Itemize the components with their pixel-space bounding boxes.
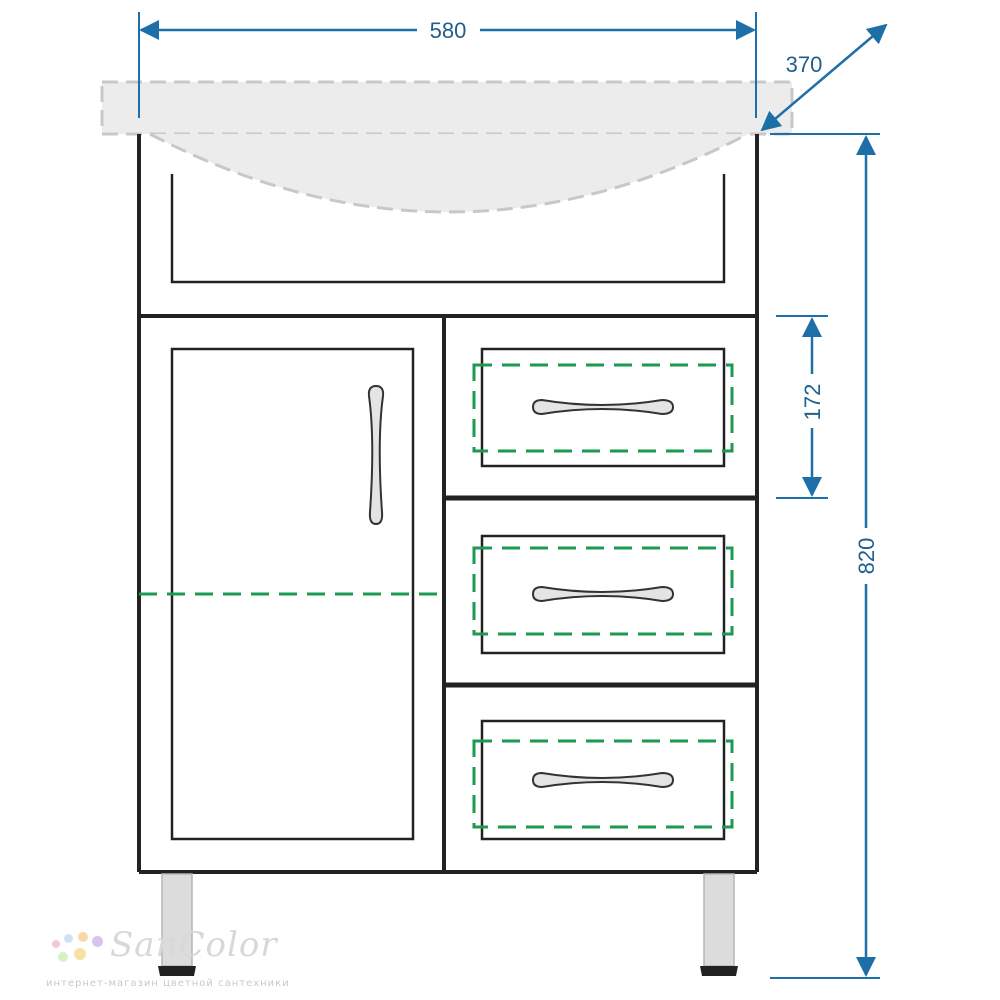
cabinet-body xyxy=(137,134,759,874)
watermark-tagline: интернет-магазин цветной сантехники xyxy=(46,978,290,989)
sink-outline xyxy=(100,80,794,214)
drawer-3 xyxy=(472,719,734,841)
drawer-1 xyxy=(472,347,734,468)
drawer-height-dimension: 172 xyxy=(776,315,828,499)
height-dimension: 820 xyxy=(770,133,880,979)
logo-dots-icon xyxy=(52,932,112,972)
drawer-2 xyxy=(472,534,734,655)
height-label: 820 xyxy=(854,538,879,575)
top-panel-inset xyxy=(170,174,726,284)
watermark-logo: SanColor xyxy=(110,925,278,965)
depth-label: 370 xyxy=(786,52,823,77)
drawer-height-label: 172 xyxy=(800,384,825,421)
width-dimension: 580 xyxy=(138,12,757,118)
drawer-handle xyxy=(531,585,675,603)
width-label: 580 xyxy=(430,18,467,43)
cabinet-legs xyxy=(158,873,738,976)
door-handle xyxy=(367,384,385,526)
depth-dimension: 370 xyxy=(760,23,888,132)
drawer-handle xyxy=(531,771,675,789)
drawer-handle xyxy=(531,398,675,416)
